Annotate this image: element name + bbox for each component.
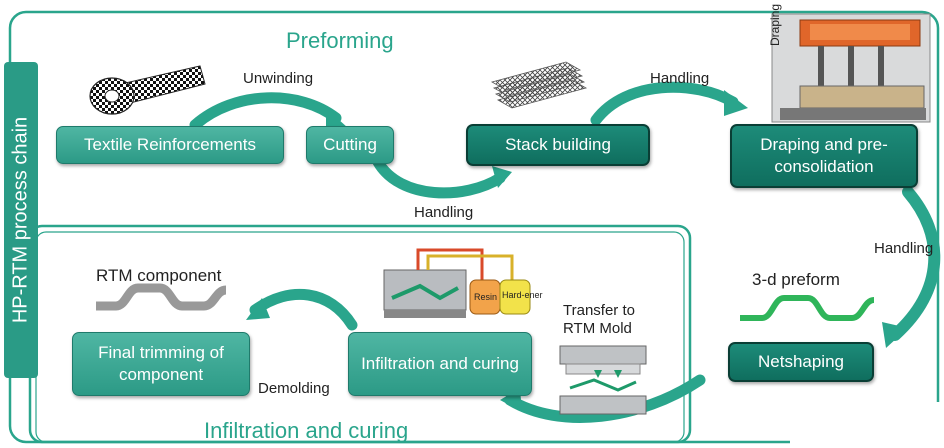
arrow-handling-1 xyxy=(372,156,506,199)
arrow-transfer xyxy=(504,374,706,423)
label-handling-3: Handling xyxy=(874,240,934,257)
step-cutting-label: Cutting xyxy=(323,135,377,154)
step-textile-label: Textile Reinforcements xyxy=(84,135,256,154)
bottom-right-notch xyxy=(790,402,940,444)
side-title: HP-RTM process chain xyxy=(9,116,32,324)
label-draping-mold: Draping mold xyxy=(768,0,782,46)
label-rtm-component: RTM component xyxy=(96,266,222,285)
step-final-trimming: Final trimming of component xyxy=(72,332,250,396)
step-infiltration-label: Infiltration and curing xyxy=(361,354,519,373)
label-unwinding: Unwinding xyxy=(243,70,314,87)
step-netshaping: Netshaping xyxy=(728,342,874,382)
section-title-infiltration: Infiltration and curing xyxy=(204,418,409,443)
step-stack-building: Stack building xyxy=(466,124,650,166)
label-hardener: Hard-ener xyxy=(502,290,543,300)
step-cutting: Cutting xyxy=(306,126,394,164)
step-draping-label: Draping and pre-consolidation xyxy=(760,135,888,176)
label-handling-2: Handling xyxy=(650,70,710,87)
label-demolding: Demolding xyxy=(258,380,330,397)
label-transfer: Transfer to RTM Mold xyxy=(563,302,635,337)
label-handling-1: Handling xyxy=(414,204,474,221)
label-resin: Resin xyxy=(474,292,498,302)
step-draping: Draping and pre-consolidation xyxy=(730,124,918,188)
rtm-mold-image xyxy=(559,345,647,415)
arrowhead-demolding xyxy=(246,298,270,320)
label-3d-preform: 3-d preform xyxy=(752,270,840,289)
arrow-unwinding xyxy=(189,92,342,131)
textile-roll-image xyxy=(89,65,206,115)
arrowhead-handling-3 xyxy=(882,322,908,348)
side-title-bar: HP-RTM process chain xyxy=(4,62,38,378)
arrow-handling-2 xyxy=(590,81,739,126)
infiltration-equipment-image xyxy=(383,248,531,318)
step-infiltration: Infiltration and curing xyxy=(348,332,532,396)
arrowhead-handling-1 xyxy=(492,166,512,188)
step-trimming-label: Final trimming of component xyxy=(98,343,224,384)
preform-shape xyxy=(740,295,875,321)
stacked-plies-image xyxy=(490,61,588,109)
draping-mold-image xyxy=(771,13,931,123)
step-netshaping-label: Netshaping xyxy=(757,352,844,371)
section-title-preforming: Preforming xyxy=(286,28,394,53)
rtm-component-shape xyxy=(96,283,227,311)
arrow-handling-3 xyxy=(889,186,941,341)
arrowhead-handling-2 xyxy=(724,90,748,116)
step-stack-label: Stack building xyxy=(505,135,611,154)
step-textile-reinforcements: Textile Reinforcements xyxy=(56,126,284,164)
arrow-demolding xyxy=(249,288,358,331)
